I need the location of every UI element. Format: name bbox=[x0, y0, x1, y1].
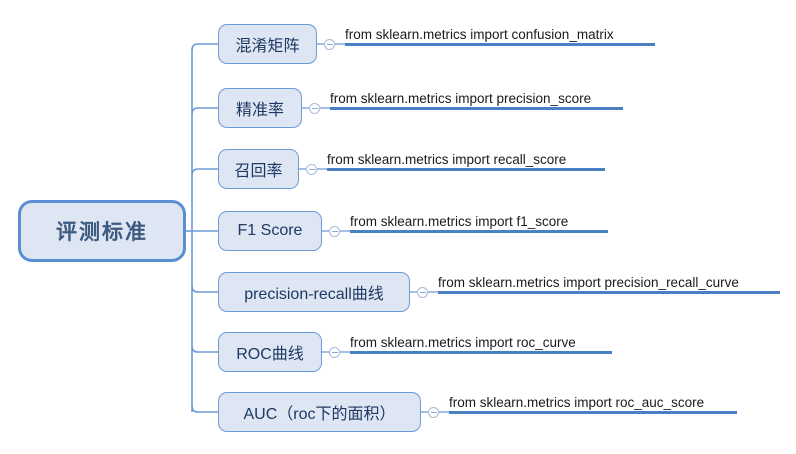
code-leaf-7-underline bbox=[449, 411, 737, 414]
branch-node-3-label: 召回率 bbox=[234, 163, 283, 180]
code-leaf-5[interactable]: from sklearn.metrics import precision_re… bbox=[438, 264, 780, 294]
code-leaf-1-underline bbox=[345, 43, 655, 46]
code-leaf-2-underline bbox=[330, 107, 623, 110]
code-leaf-6-underline bbox=[350, 351, 612, 354]
collapse-toggle-7[interactable] bbox=[428, 406, 439, 418]
code-leaf-3-underline bbox=[327, 168, 605, 171]
code-leaf-5-underline bbox=[438, 291, 780, 294]
collapse-toggle-3[interactable] bbox=[306, 163, 317, 175]
branch-node-1[interactable]: 混淆矩阵 bbox=[218, 24, 317, 64]
collapse-toggle-2[interactable] bbox=[309, 102, 320, 114]
code-leaf-2-text: from sklearn.metrics import precision_sc… bbox=[330, 91, 592, 106]
branch-node-4[interactable]: F1 Score bbox=[218, 211, 322, 251]
code-leaf-4-underline bbox=[350, 230, 608, 233]
collapse-toggle-6[interactable] bbox=[329, 346, 340, 358]
code-leaf-4[interactable]: from sklearn.metrics import f1_score bbox=[350, 203, 608, 233]
collapse-toggle-5[interactable] bbox=[417, 286, 428, 298]
code-leaf-2[interactable]: from sklearn.metrics import precision_sc… bbox=[330, 80, 623, 110]
collapse-toggle-4[interactable] bbox=[329, 225, 340, 237]
code-leaf-3-text: from sklearn.metrics import recall_score bbox=[327, 152, 567, 167]
branch-node-6[interactable]: ROC曲线 bbox=[218, 332, 322, 372]
root-node[interactable]: 评测标准 bbox=[18, 200, 186, 262]
code-leaf-1-text: from sklearn.metrics import confusion_ma… bbox=[345, 27, 614, 42]
branch-node-7-label: AUC（roc下的面积） bbox=[243, 406, 396, 423]
code-leaf-6-text: from sklearn.metrics import roc_curve bbox=[350, 335, 576, 350]
branch-node-2[interactable]: 精准率 bbox=[218, 88, 302, 128]
branch-node-5[interactable]: precision-recall曲线 bbox=[218, 272, 410, 312]
collapse-toggle-1[interactable] bbox=[324, 38, 335, 50]
branch-node-6-label: ROC曲线 bbox=[236, 346, 304, 363]
code-leaf-7[interactable]: from sklearn.metrics import roc_auc_scor… bbox=[449, 384, 737, 414]
code-leaf-6[interactable]: from sklearn.metrics import roc_curve bbox=[350, 324, 612, 354]
code-leaf-3[interactable]: from sklearn.metrics import recall_score bbox=[327, 141, 605, 171]
branch-node-1-label: 混淆矩阵 bbox=[235, 38, 300, 55]
branch-node-4-label: F1 Score bbox=[237, 222, 303, 239]
code-leaf-1[interactable]: from sklearn.metrics import confusion_ma… bbox=[345, 16, 655, 46]
code-leaf-4-text: from sklearn.metrics import f1_score bbox=[350, 214, 569, 229]
branch-node-7[interactable]: AUC（roc下的面积） bbox=[218, 392, 421, 432]
branch-node-2-label: 精准率 bbox=[235, 102, 284, 119]
branch-node-5-label: precision-recall曲线 bbox=[244, 286, 384, 303]
branch-node-3[interactable]: 召回率 bbox=[218, 149, 299, 189]
code-leaf-7-text: from sklearn.metrics import roc_auc_scor… bbox=[449, 395, 705, 410]
code-leaf-5-text: from sklearn.metrics import precision_re… bbox=[438, 275, 739, 290]
root-node-label: 评测标准 bbox=[56, 221, 148, 244]
